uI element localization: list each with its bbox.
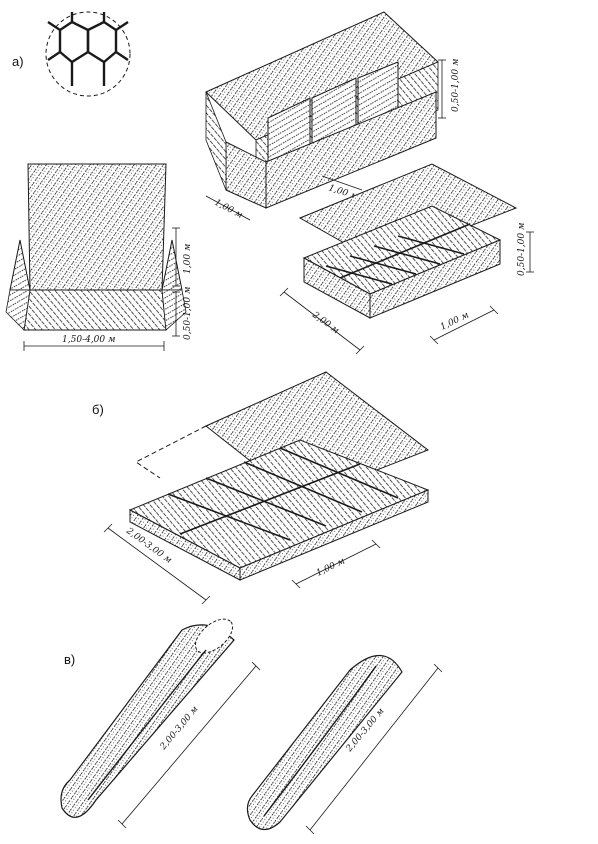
svg-text:1,00 м: 1,00 м bbox=[315, 556, 347, 578]
dim-mattress-width: 1,00 м bbox=[429, 305, 499, 345]
unfolded-gabion bbox=[5, 163, 187, 331]
dim-unfold-length: 1,50-4,00 м bbox=[23, 335, 165, 351]
hex-mesh-detail bbox=[45, 11, 131, 97]
gabion-box bbox=[205, 11, 439, 209]
svg-text:0,50-1,00 м: 0,50-1,00 м bbox=[517, 223, 527, 276]
dim-box-height: 0,50-1,00 м bbox=[438, 59, 461, 119]
dim-mattress-height: 0,50-1,00 м bbox=[517, 223, 534, 276]
panel-label-v: в) bbox=[64, 652, 75, 667]
mattress-gabion bbox=[298, 163, 518, 319]
svg-text:1,50-4,00 м: 1,50-4,00 м bbox=[62, 335, 115, 345]
panel-label-a: а) bbox=[12, 54, 24, 69]
cylindrical-gabion-closed bbox=[246, 654, 403, 831]
svg-text:0,50-1,00 м: 0,50-1,00 м bbox=[183, 287, 193, 340]
svg-text:0,50-1,00 м: 0,50-1,00 м bbox=[451, 59, 461, 112]
panel-label-b: б) bbox=[92, 402, 104, 417]
dim-unfold-height: 0,50-1,00 м bbox=[172, 287, 193, 340]
cylindrical-gabion-open bbox=[60, 618, 235, 818]
flat-mattress-gabion bbox=[128, 371, 430, 581]
svg-text:1,00 м: 1,00 м bbox=[183, 244, 193, 274]
dim-box-width: 1,00 м bbox=[205, 195, 251, 221]
svg-text:1,00 м: 1,00 м bbox=[213, 198, 245, 221]
dim-unfold-lid: 1,00 м bbox=[172, 227, 193, 287]
svg-text:2,00 м: 2,00 м bbox=[309, 310, 340, 337]
